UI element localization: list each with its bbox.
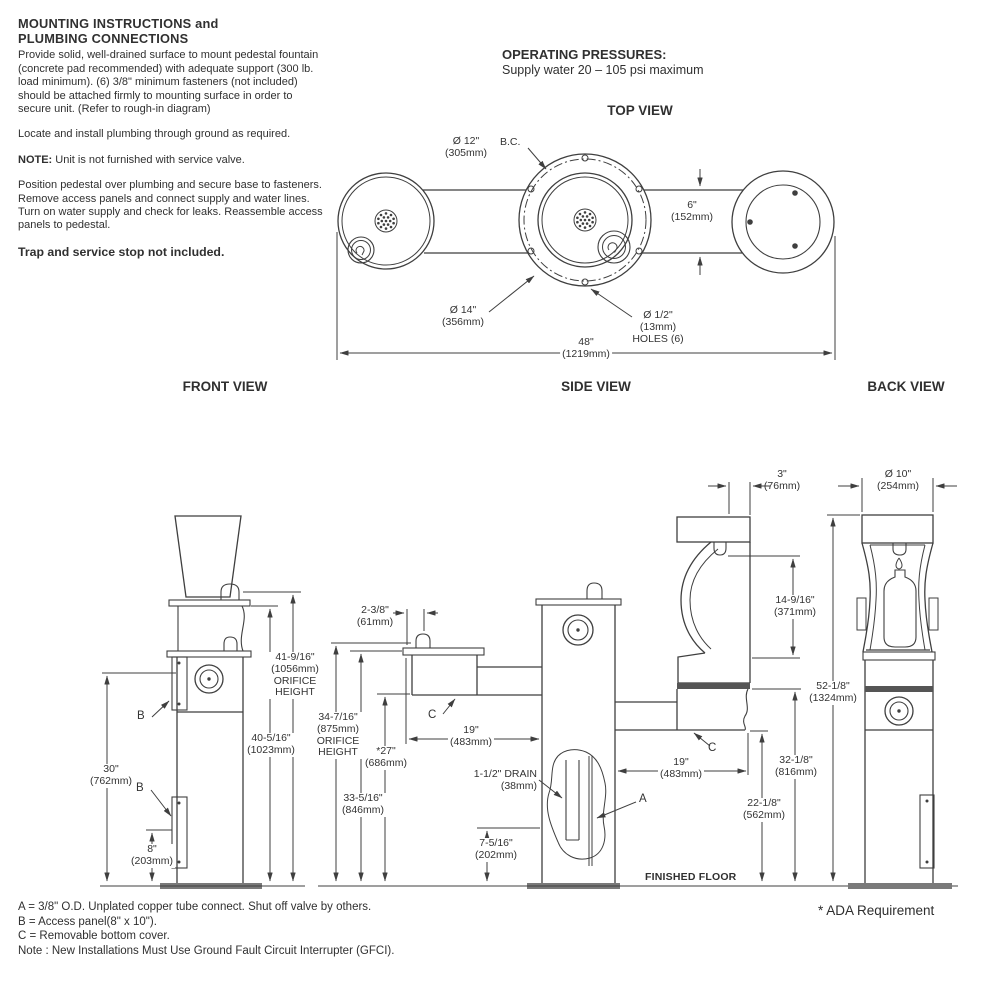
dim-48in-label: 48" (1219mm) <box>560 336 612 361</box>
drain-label: 1-1/2" DRAIN (38mm) <box>473 768 537 792</box>
mounting-para-1: Provide solid, well-drained surface to m… <box>18 49 319 116</box>
finished-floor-label: FINISHED FLOOR <box>643 871 739 883</box>
legend-notes-block: A = 3/8" O.D. Unplated copper tube conne… <box>18 901 538 959</box>
dim-32-1-8-label: 32-1/8" (816mm) <box>772 754 820 779</box>
side-view-label: SIDE VIEW <box>561 379 631 394</box>
mounting-para-4: Position pedestal over plumbing and secu… <box>18 179 323 232</box>
orifice-height-1-label: 41-9/16" (1056mm) ORIFICE HEIGHT <box>269 651 321 699</box>
dim-19in-right-label: 19" (483mm) <box>657 756 705 781</box>
legend-a: A = 3/8" O.D. Unplated copper tube conne… <box>18 901 372 913</box>
mounting-title: MOUNTING INSTRUCTIONS and PLUMBING CONNE… <box>18 16 219 46</box>
dia-14-label: Ø 14" (356mm) <box>441 304 485 328</box>
trap-note: Trap and service stop not included. <box>18 244 225 259</box>
callout-a: A <box>639 793 647 805</box>
service-valve-note: NOTE: Unit is not furnished with service… <box>18 154 324 167</box>
top-view-drawing <box>336 147 836 360</box>
mounting-instructions-block: MOUNTING INSTRUCTIONS and PLUMBING CONNE… <box>18 16 324 272</box>
callout-c-left: C <box>428 709 437 721</box>
back-view-drawing <box>838 478 957 889</box>
callout-b-lower: B <box>136 782 144 794</box>
dim-33-5-16-label: 33-5/16" (846mm) <box>339 792 387 817</box>
note-text: Unit is not furnished with service valve… <box>52 153 245 166</box>
mounting-para-2: Locate and install plumbing through grou… <box>18 128 291 141</box>
dim-8in-label: 8" (203mm) <box>128 843 176 868</box>
operating-pressures-title: OPERATING PRESSURES: <box>502 47 667 62</box>
callout-b-upper: B <box>137 710 145 722</box>
dim-3in-label: 3" (76mm) <box>763 468 801 492</box>
dia-10-label: Ø 10" (254mm) <box>876 468 920 492</box>
back-view-label: BACK VIEW <box>867 379 945 394</box>
front-view-drawing <box>100 515 305 889</box>
front-view-label: FRONT VIEW <box>182 379 268 394</box>
legend-c: C = Removable bottom cover. <box>18 930 170 943</box>
dim-40-5-16-label: 40-5/16" (1023mm) <box>245 732 297 757</box>
dim-6in-label: 6" (152mm) <box>670 199 714 223</box>
dim-2-3-8-label: 2-3/8" (61mm) <box>356 604 394 628</box>
callout-c-right: C <box>708 742 717 754</box>
legend-gfci: Note : New Installations Must Use Ground… <box>18 944 395 957</box>
legend-b: B = Access panel(8" x 10"). <box>18 915 157 928</box>
mounting-holes-label: Ø 1/2" (13mm) HOLES (6) <box>632 309 684 345</box>
bolt-circle-label: B.C. <box>500 136 521 148</box>
dim-27in-label: *27" (686mm) <box>362 745 410 770</box>
operating-pressures-text: Supply water 20 – 105 psi maximum <box>502 62 704 77</box>
top-view-label: TOP VIEW <box>607 103 673 118</box>
note-label: NOTE: <box>18 153 53 166</box>
ada-requirement-note: * ADA Requirement <box>818 903 935 918</box>
dim-30in-label: 30" (762mm) <box>87 763 135 788</box>
dim-22-1-8-label: 22-1/8" (562mm) <box>740 797 788 822</box>
dim-14-9-16-label: 14-9/16" (371mm) <box>771 594 819 619</box>
dim-52-1-8-label: 52-1/8" (1324mm) <box>807 680 859 705</box>
dia-12-bc-label: Ø 12" (305mm) <box>444 135 488 159</box>
dim-19in-left-label: 19" (483mm) <box>447 724 495 749</box>
orifice-height-2-label: 34-7/16" (875mm) ORIFICE HEIGHT <box>314 711 362 759</box>
dim-7-5-16-label: 7-5/16" (202mm) <box>472 837 520 862</box>
operating-pressures-block: OPERATING PRESSURES: Supply water 20 – 1… <box>502 47 782 78</box>
